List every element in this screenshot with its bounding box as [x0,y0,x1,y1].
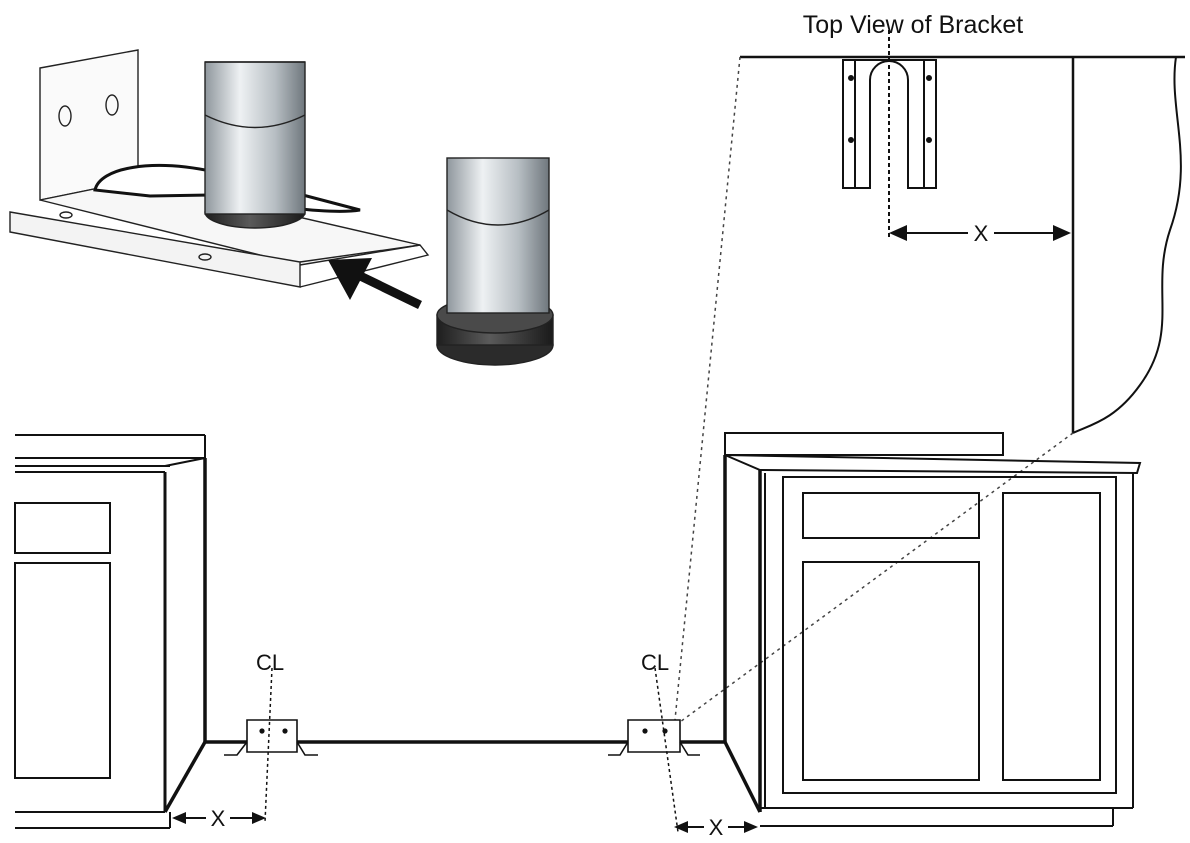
left-floor-bracket [224,667,318,823]
dimension-x-left: X [211,806,226,831]
centerline-symbol-right: CL [641,650,669,675]
right-floor-bracket [608,667,700,833]
left-cabinet [14,434,207,829]
bracket-top-view [740,30,1185,434]
dimension-x-top: X [974,221,989,246]
centerline-symbol-left: CL [256,650,284,675]
bracket-perspective [9,49,430,288]
right-cabinet [723,432,1142,827]
right-centerline [654,667,679,833]
bracket-outline [842,59,937,189]
zoom-guide-lines [674,56,1074,723]
left-centerline [264,667,273,823]
insert-arrow [328,258,422,310]
dimension-x-right: X [709,815,724,840]
leg-separate [436,157,554,366]
top-view-title: Top View of Bracket [803,11,1024,39]
leg-inserted [204,61,306,229]
